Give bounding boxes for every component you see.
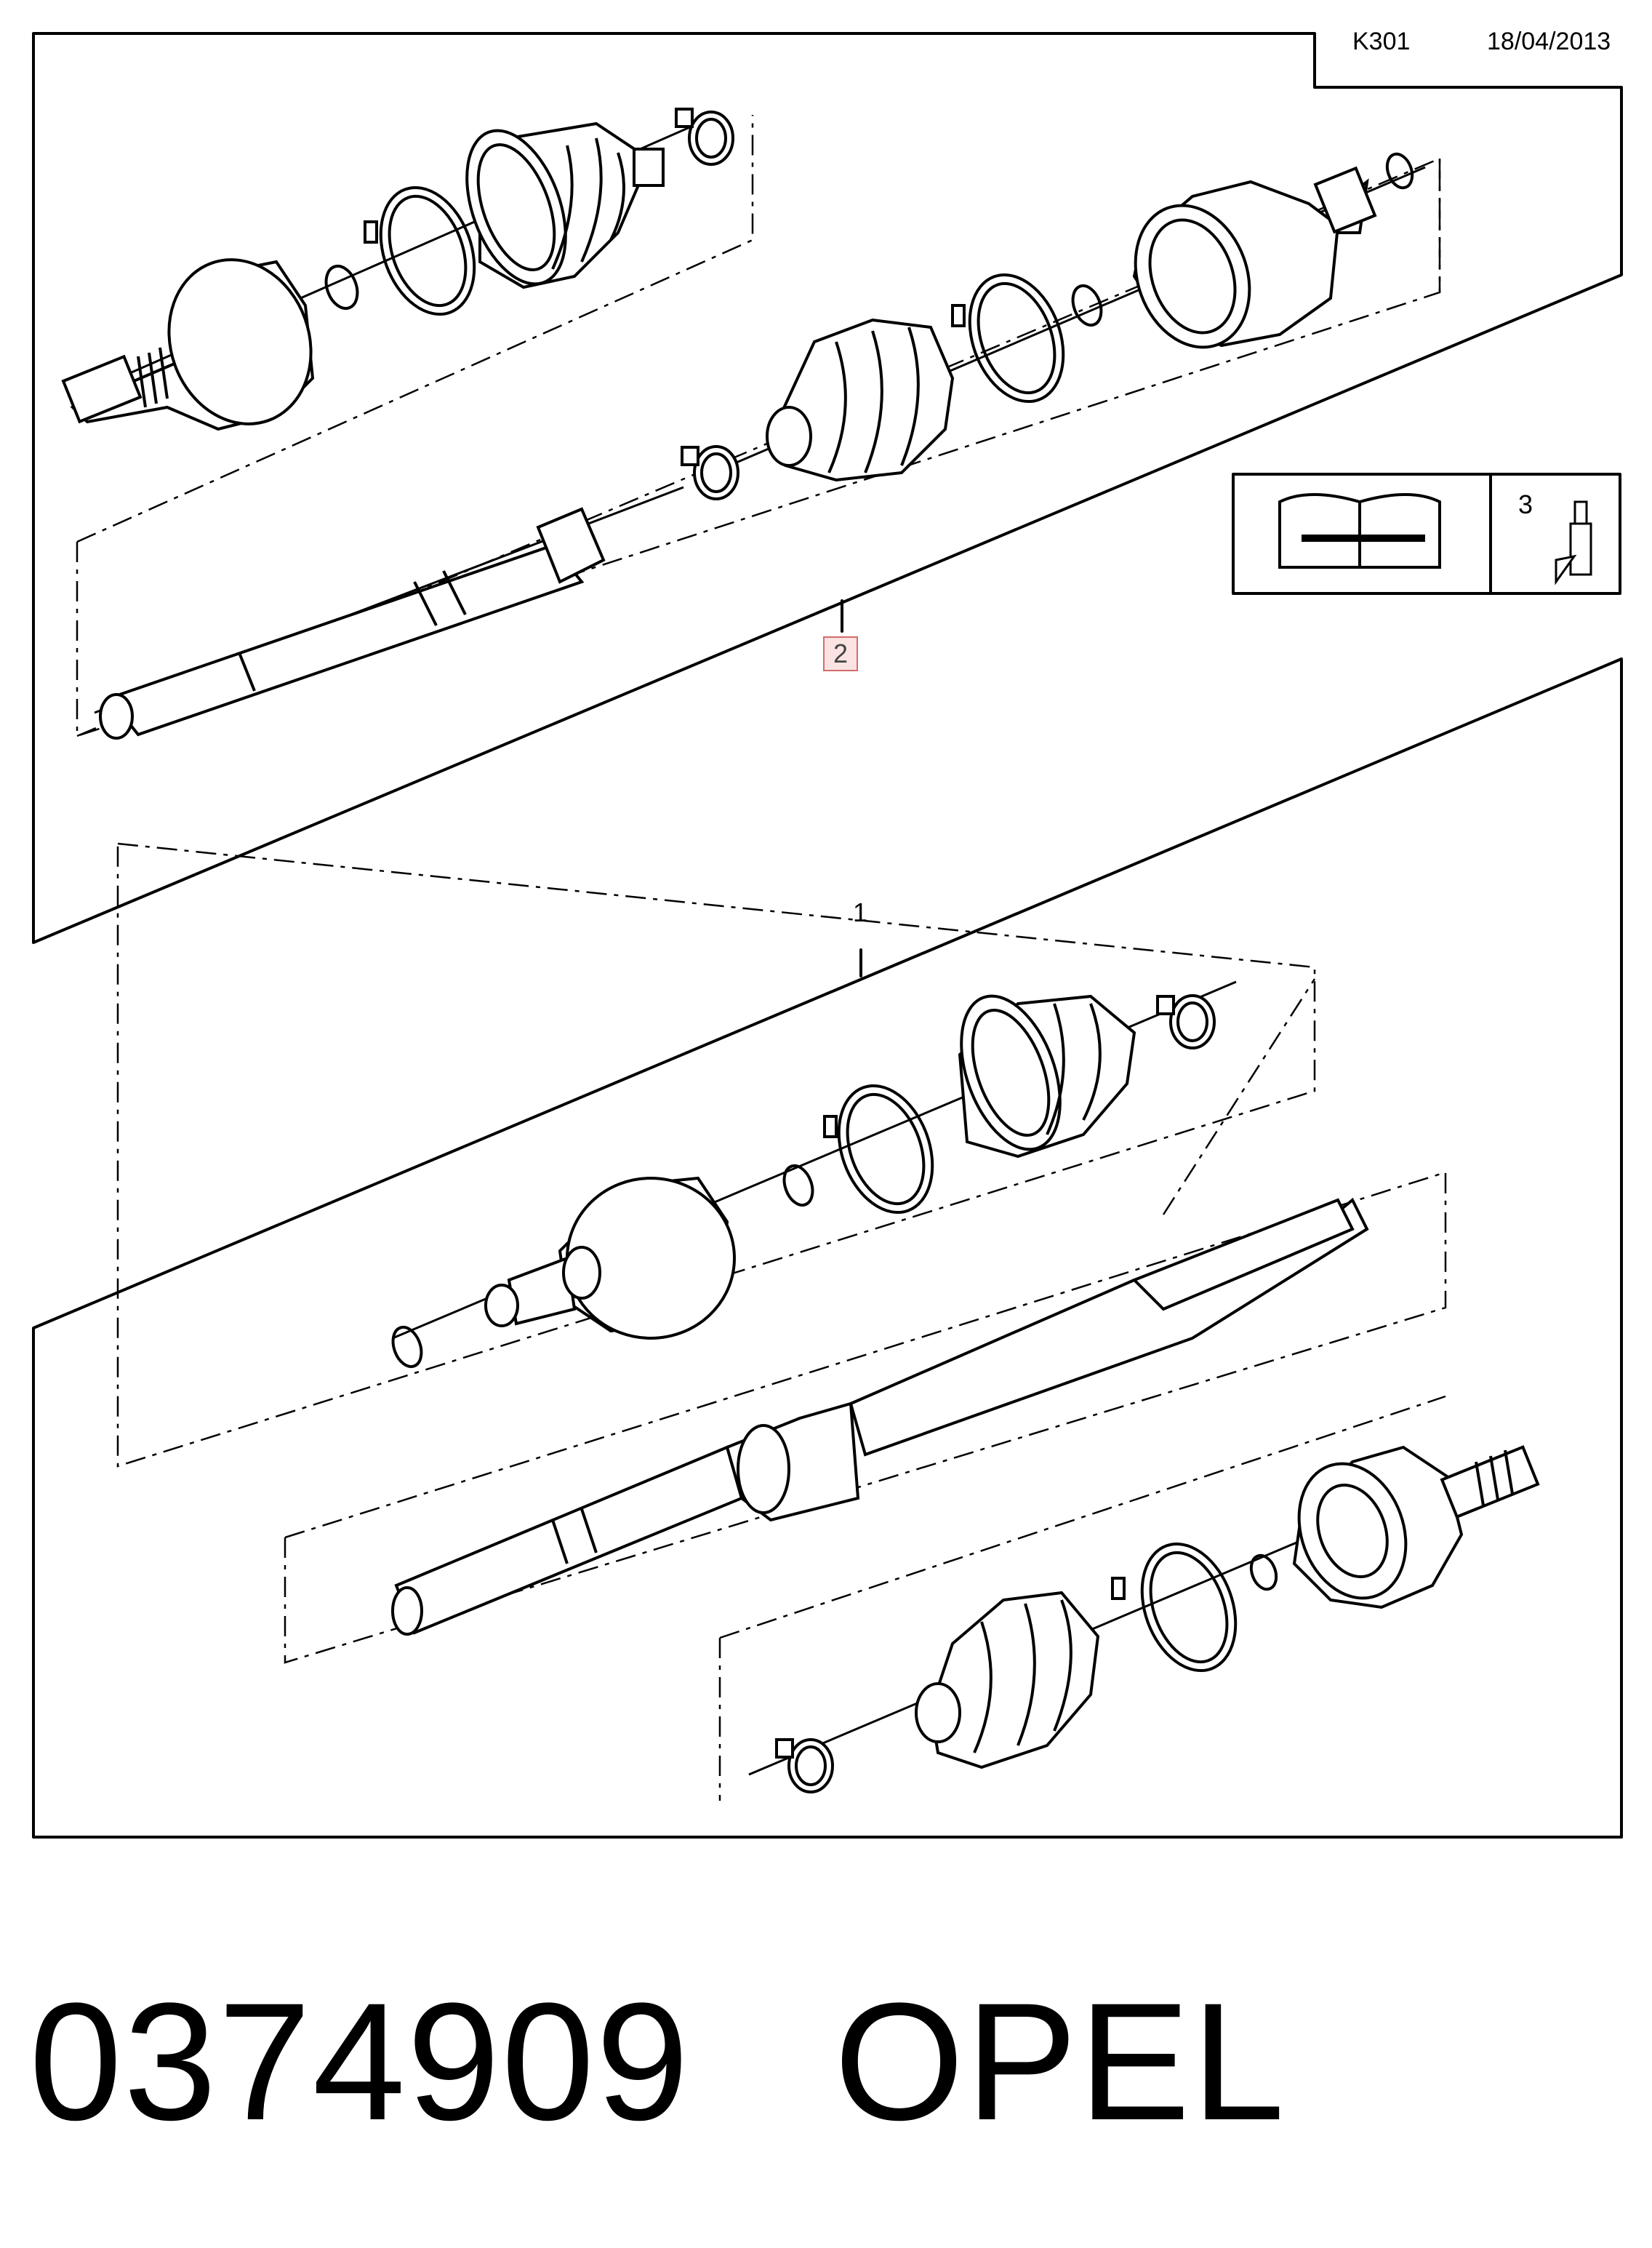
lower-panel-frame [32,657,1623,1839]
upper-boot-2 [766,318,955,482]
grease-tube-icon [1555,500,1592,585]
lower-inner-joint [484,1176,736,1340]
upper-circlip-2 [1071,284,1103,327]
lower-clamp-ring-2 [1111,1542,1238,1673]
lower-right-group-outline [718,1395,1446,1801]
upper-small-clamp-1 [675,108,734,166]
brand-name: OPEL [834,1968,1286,2155]
upper-clamp-ring-1 [364,185,476,316]
upper-outer-joint-right [1132,166,1377,349]
lower-circlip-1 [782,1164,814,1207]
lower-drive-shaft [391,1197,1369,1636]
upper-outer-joint [61,258,315,431]
upper-left-group-outline [76,115,754,736]
drawing-code: K301 [1352,28,1411,55]
lower-clamp-ring-1 [823,1084,934,1215]
lower-left-group-outline [116,842,1316,1468]
lower-circlip-3 [1249,1553,1278,1591]
upper-circlip-1 [324,264,359,311]
lower-shaft-group-outline [284,1171,1447,1664]
part-number: 0374909 [29,1968,691,2155]
repair-manual-icon [1278,493,1441,569]
upper-circlip-3 [1385,152,1414,190]
lower-small-clamp-1 [1156,994,1216,1049]
upper-drive-shaft [99,507,606,740]
lower-boot-2 [915,1591,1100,1769]
upper-panel-frame [32,32,1623,944]
footer-caption: 0374909 OPEL [29,1978,1286,2145]
upper-small-clamp-2 [681,445,739,500]
info-box [1232,473,1621,595]
drawing-date: 18/04/2013 [1487,28,1611,55]
upper-boot-1 [465,121,665,289]
lower-small-clamp-2 [775,1738,834,1793]
lower-boot-1 [958,994,1136,1159]
lower-outer-joint [1292,1445,1540,1609]
callout-grease[interactable]: 3 [1518,489,1533,519]
callout-inner-joint-kit[interactable]: 2 [823,636,858,671]
callout-assembly[interactable]: 1 [853,897,868,927]
lower-circlip-2 [391,1325,423,1369]
upper-clamp-ring-2 [951,273,1065,404]
